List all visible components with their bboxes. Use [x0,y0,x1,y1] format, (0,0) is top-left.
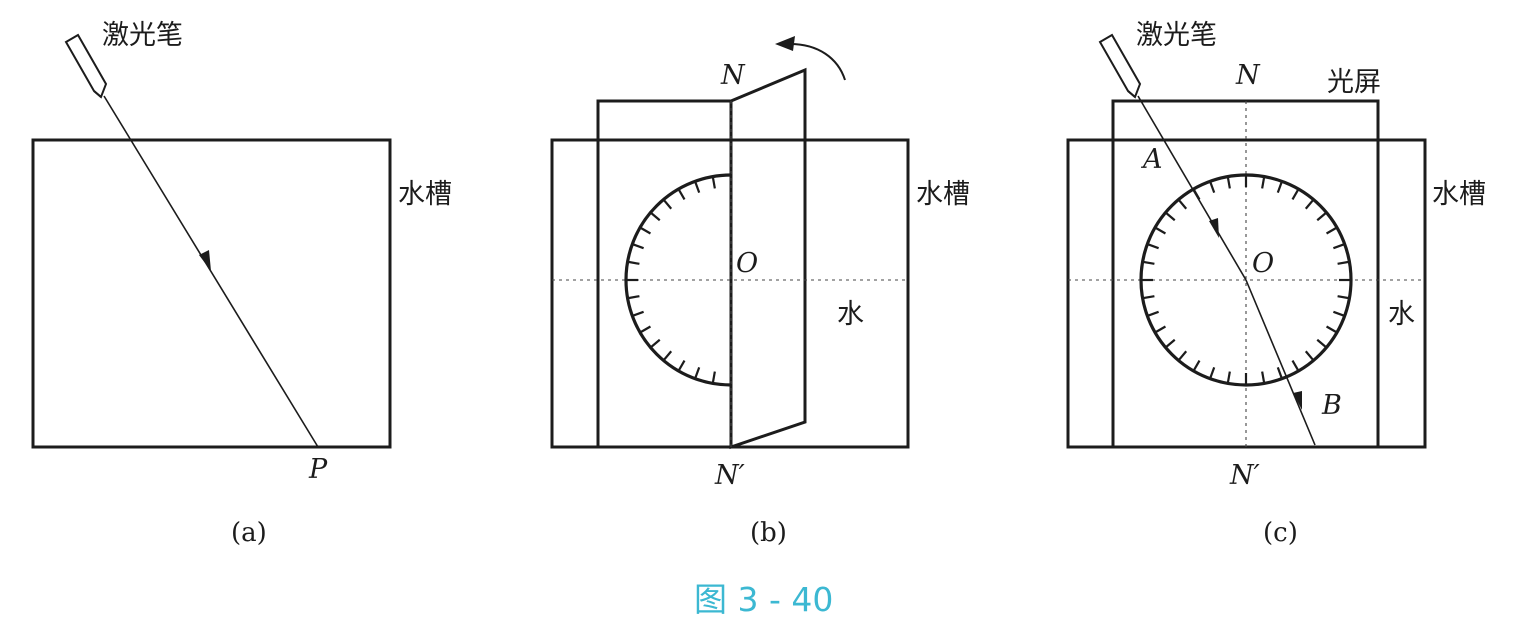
protractor-tick [649,211,661,222]
ray-arrow-icon [199,250,211,271]
protractor-tick [1142,260,1155,265]
light-ray [103,95,319,448]
rotation-arrowhead-icon [775,36,795,51]
tank-label: 水槽 [916,179,970,210]
protractor-tick [1142,295,1155,300]
protractor-tick [1164,338,1176,349]
sub-label-a: (a) [231,518,267,548]
protractor-tick [1177,350,1188,362]
protractor-tick [1226,176,1231,189]
protractor-tick [1337,260,1350,265]
refracted-arrow-icon [1293,391,1302,410]
pen-label: 激光笔 [102,20,183,51]
protractor-tick [1154,226,1167,235]
protractor-tick [1261,371,1266,384]
protractor-tick [631,310,644,317]
screen-fixed-half [596,99,731,447]
protractor-tick [639,325,652,334]
incident-arrow-icon [1209,218,1219,238]
figure-caption: 图 3 - 40 [694,580,833,619]
protractor-tick [711,176,716,189]
point-n-prime-label: N′ [1229,460,1260,491]
protractor-tick [1146,243,1159,250]
protractor-tick [1154,325,1167,334]
protractor-tick [649,338,661,349]
protractor-tick [1304,198,1315,210]
tank-label: 水槽 [1432,179,1486,210]
protractor-tick [627,295,640,300]
protractor-tick [1316,211,1328,222]
point-n-label: N [720,60,746,91]
protractor-ticks [1141,175,1351,385]
point-o-label: O [736,248,758,279]
protractor-tick [1325,325,1338,334]
rotation-arrow-icon [789,43,846,81]
protractor-tick [677,359,686,372]
protractor-tick [1177,198,1188,210]
protractor-tick [662,350,673,362]
protractor-tick [1291,188,1300,201]
tank-label: 水槽 [398,179,452,210]
panel-b: N O N′ 水槽 水 (b) [550,36,970,548]
water-label: 水 [837,299,864,330]
protractor-tick [1261,176,1266,189]
point-n-prime-label: N′ [714,460,745,491]
point-b-label: B [1321,390,1342,421]
point-p-label: P [308,454,328,485]
screen-rotating-half [729,67,807,450]
incident-ray [1137,95,1247,281]
pen-label: 激光笔 [1136,20,1217,51]
protractor-tick [631,243,644,250]
point-o-label: O [1252,248,1274,279]
laser-pen-icon [64,33,108,99]
protractor-tick [1291,359,1300,372]
protractor-tick [677,188,686,201]
refracted-ray [1245,279,1316,446]
protractor-tick [1333,243,1346,250]
protractor-tick [627,260,640,265]
protractor-tick [1226,371,1231,384]
screen-label: 光屏 [1327,67,1381,98]
protractor-tick [1209,367,1216,380]
point-a-label: A [1140,144,1163,175]
protractor-tick [1325,226,1338,235]
panel-c: 激光笔 N 光屏 A O B N′ 水槽 水 (c) [1066,20,1486,548]
protractor-tick [1337,295,1350,300]
protractor-tick [694,180,701,193]
protractor-tick [1333,310,1346,317]
protractor-tick [694,367,701,380]
sub-label-b: (b) [750,518,787,548]
protractor-tick [1276,180,1283,193]
protractor-tick [1304,350,1315,362]
protractor-tick [1146,310,1159,317]
water-label: 水 [1388,299,1415,330]
panel-a: 激光笔 水槽 P (a) [31,20,452,548]
protractor-tick [1192,359,1201,372]
laser-pen-icon [1098,33,1142,99]
protractor-tick [1276,367,1283,380]
protractor-tick [711,371,716,384]
protractor-ticks [626,176,716,384]
protractor-tick [1316,338,1328,349]
point-n-label: N [1235,60,1261,91]
water-tank-outline [31,138,392,449]
protractor-tick [1209,180,1216,193]
protractor-tick [662,198,673,210]
protractor-tick [1164,211,1176,222]
protractor-tick [639,226,652,235]
sub-label-c: (c) [1263,518,1298,548]
